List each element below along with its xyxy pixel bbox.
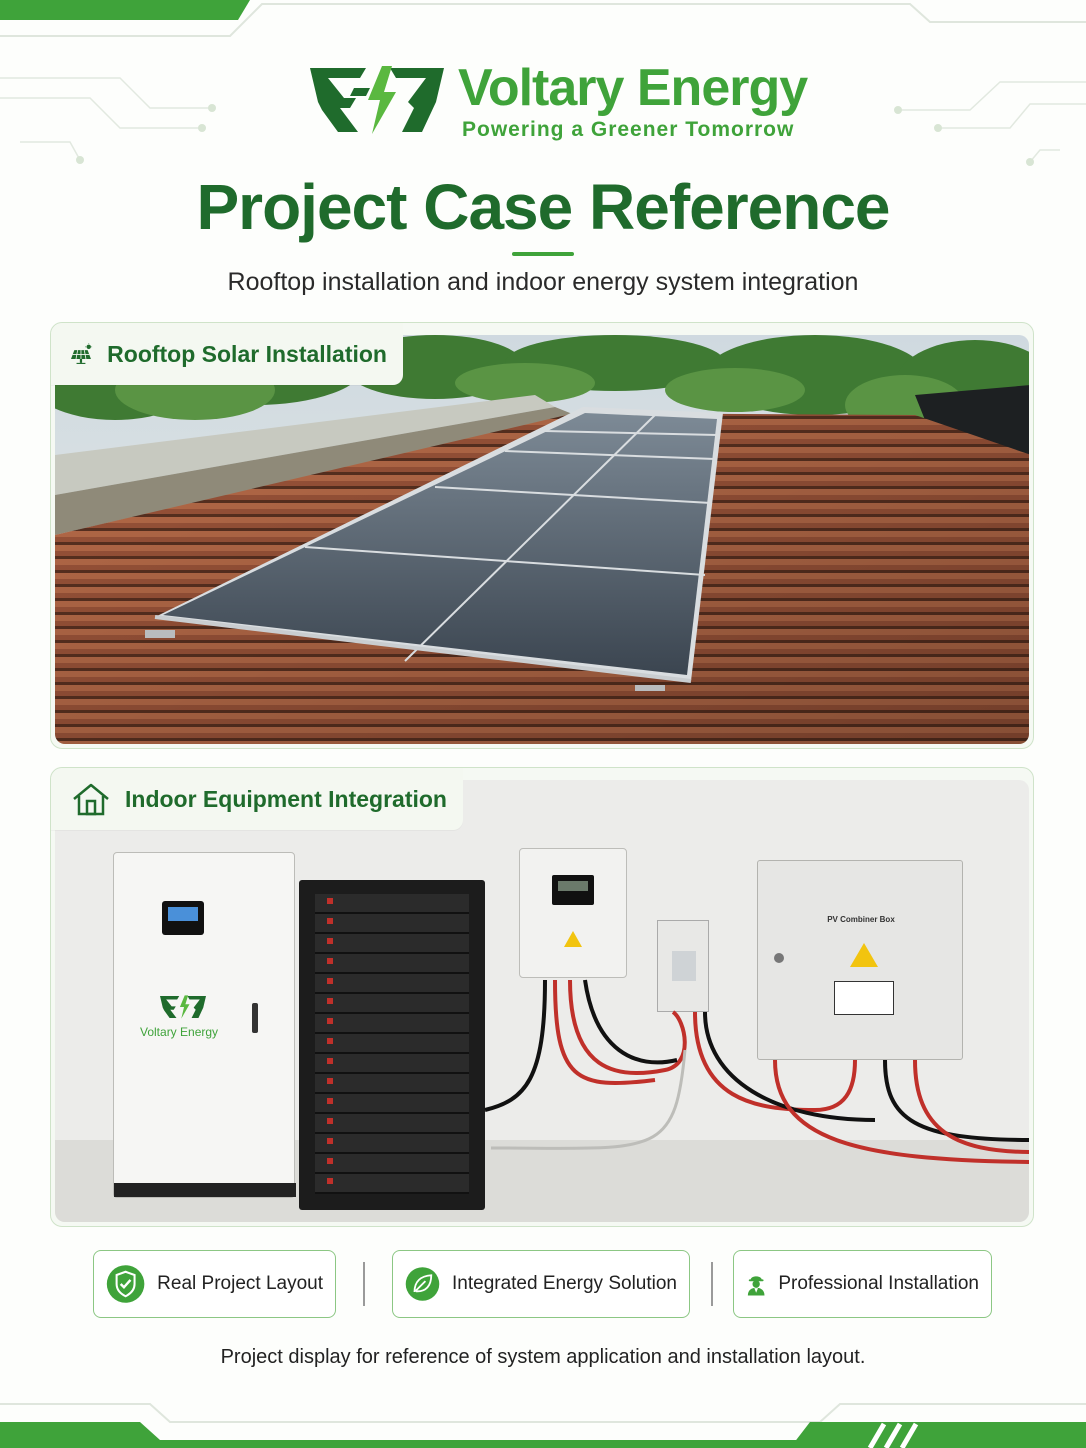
rooftop-section-title: Rooftop Solar Installation xyxy=(107,340,387,367)
feature-label: Real Project Layout xyxy=(157,1273,323,1294)
rooftop-solar-photo xyxy=(55,335,1029,744)
lightning-monogram-logo xyxy=(310,66,444,134)
indoor-section-card: Voltary Energy PV Combiner Box xyxy=(50,767,1034,1227)
feature-label: Professional Installation xyxy=(778,1273,979,1294)
feature-divider xyxy=(711,1262,713,1306)
feature-label: Integrated Energy Solution xyxy=(452,1273,677,1294)
footer-note: Project display for reference of system … xyxy=(220,1346,866,1368)
rooftop-section-label: Rooftop Solar Installation xyxy=(51,323,403,385)
pv-combiner-box: PV Combiner Box xyxy=(757,860,963,1060)
page-subtitle: Rooftop installation and indoor energy s… xyxy=(227,268,859,296)
indoor-section-title: Indoor Equipment Integration xyxy=(125,785,447,812)
breaker-panel xyxy=(657,920,709,1012)
page-title: Project Case Reference xyxy=(196,171,890,243)
shield-check-icon xyxy=(106,1265,145,1303)
feature-professional-installation: Professional Installation xyxy=(733,1250,992,1318)
worker-icon xyxy=(747,1276,765,1296)
brand-name: Voltary Energy xyxy=(458,59,808,117)
feature-integrated-energy-solution: Integrated Energy Solution xyxy=(392,1250,690,1318)
solar-panel-icon xyxy=(71,343,93,364)
battery-cabinet: Voltary Energy xyxy=(113,852,296,1198)
brand-header: Voltary Energy Powering a Greener Tomorr… xyxy=(310,58,830,148)
feature-divider xyxy=(363,1262,365,1306)
brand-tagline: Powering a Greener Tomorrow xyxy=(462,118,795,141)
battery-rack xyxy=(299,880,485,1210)
feature-real-project-layout: Real Project Layout xyxy=(93,1250,336,1318)
combiner-box-label: PV Combiner Box xyxy=(827,915,895,924)
rooftop-section-card: Rooftop Solar Installation xyxy=(50,322,1034,749)
cabinet-brand-text: Voltary Energy xyxy=(140,1025,219,1039)
indoor-equipment-photo: Voltary Energy PV Combiner Box xyxy=(55,780,1029,1222)
indoor-section-label: Indoor Equipment Integration xyxy=(51,768,463,830)
title-divider xyxy=(512,252,574,256)
leaf-icon xyxy=(405,1267,440,1301)
inverter-unit xyxy=(519,848,627,978)
house-icon xyxy=(73,783,109,816)
